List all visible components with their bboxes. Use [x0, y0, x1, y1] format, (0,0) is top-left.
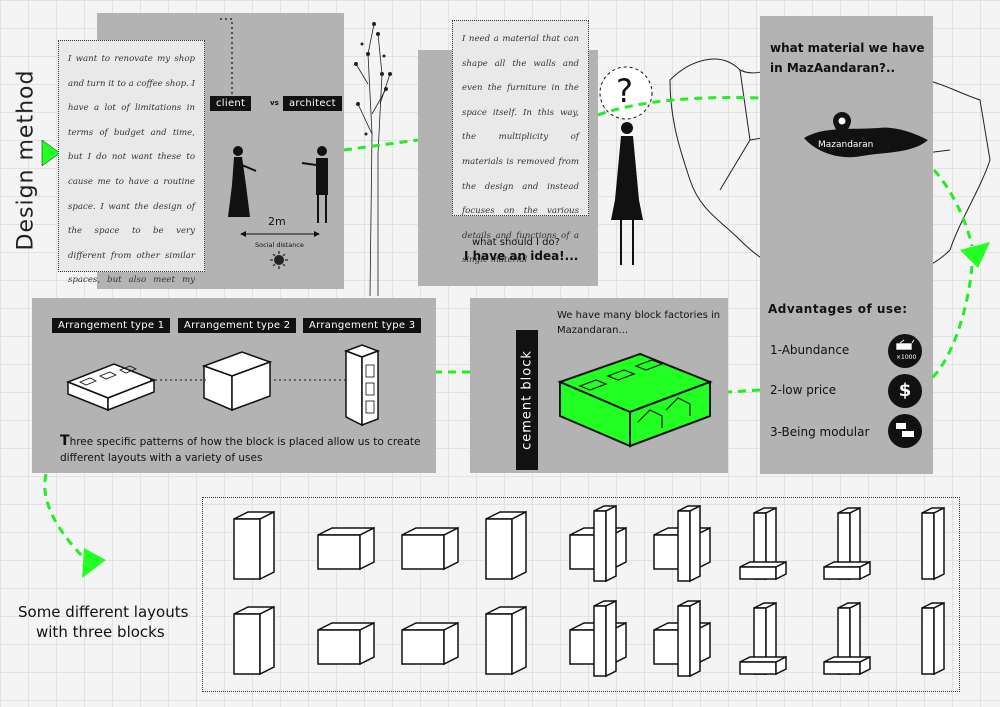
layouts-caption-2: with three blocks: [36, 623, 165, 641]
layout-drawing-1-8: [823, 506, 871, 581]
architect-tag: architect: [283, 96, 342, 111]
distance-label: 2m: [268, 215, 286, 228]
blocks-stack-icon: [888, 334, 922, 368]
layout-grid: [210, 504, 950, 685]
plant-icon: [354, 22, 392, 297]
arrangement-type-2-tag: Arrangement type 2: [178, 318, 297, 333]
cement-vertical-label-box: [516, 330, 538, 470]
layout-drawing-1-1: [233, 510, 275, 581]
map-question: what material we have in MazAandaran?..: [770, 41, 925, 75]
green-cement-block: [557, 352, 713, 448]
arrangement-description: Three specific patterns of how the block…: [60, 433, 421, 464]
client-tag: client: [210, 96, 252, 111]
idea-text: I have an idea!...: [464, 249, 579, 263]
abundance-badge: ×1000: [896, 354, 917, 361]
layout-drawing-2-3: [401, 621, 459, 666]
layout-drawing-2-9: [921, 601, 945, 676]
arrangement-type-1-block: [65, 363, 157, 412]
block-factories-text: We have many block factories in Mazandar…: [557, 310, 721, 336]
arrangement-type-3-tag: Arrangement type 3: [303, 318, 422, 333]
arrangement-dotted-links: [150, 379, 346, 381]
dollar-icon: $: [888, 374, 922, 408]
thinking-figure-icon: [611, 122, 643, 265]
question-mark: ?: [616, 72, 633, 110]
vs-label: vs: [270, 99, 279, 107]
mazandaran-region: [804, 127, 928, 158]
advantage-3-label: 3-Being modular: [770, 425, 870, 439]
layout-drawing-2-5: [569, 599, 627, 678]
layout-drawing-1-4: [485, 510, 527, 581]
arrangement-type-2-block: [201, 351, 273, 412]
social-distance-label: Social distance: [255, 241, 304, 249]
material-need-text: I need a material that can shape all the…: [452, 20, 589, 265]
arrangement-type-3-block: [343, 344, 381, 427]
blocks-stack-glyph: [895, 339, 915, 351]
layout-drawing-1-6: [653, 504, 711, 583]
advantage-1-label: 1-Abundance: [770, 343, 850, 357]
distance-arrow-icon: [240, 231, 320, 237]
client-figure-icon: [228, 146, 257, 217]
architect-figure-icon: [301, 146, 328, 223]
layout-drawing-2-8: [823, 601, 871, 676]
layout-drawing-2-2: [317, 621, 375, 666]
mazandaran-label: Mazandaran: [818, 140, 874, 150]
arrangement-type-1-tag: Arrangement type 1: [52, 318, 171, 333]
advantages-title: Advantages of use:: [768, 302, 908, 316]
layout-drawing-2-4: [485, 605, 527, 676]
layout-drawing-1-7: [739, 506, 787, 581]
virus-icon: [270, 251, 288, 269]
advantage-2-label: 2-low price: [770, 383, 837, 397]
layout-drawing-2-7: [739, 601, 787, 676]
layout-drawing-1-3: [401, 526, 459, 571]
layout-drawing-2-6: [653, 599, 711, 678]
layouts-box: [202, 497, 960, 692]
question-text: what should I do?: [472, 237, 560, 248]
layout-drawing-1-5: [569, 504, 627, 583]
layout-drawing-1-2: [317, 526, 375, 571]
modular-block-glyph: [896, 423, 914, 437]
layout-drawing-2-1: [233, 605, 275, 676]
layouts-caption-1: Some different layouts: [18, 603, 189, 621]
layout-drawing-1-9: [921, 506, 945, 581]
client-architect-connector: [220, 18, 233, 96]
title-arrow-icon: [41, 139, 61, 167]
